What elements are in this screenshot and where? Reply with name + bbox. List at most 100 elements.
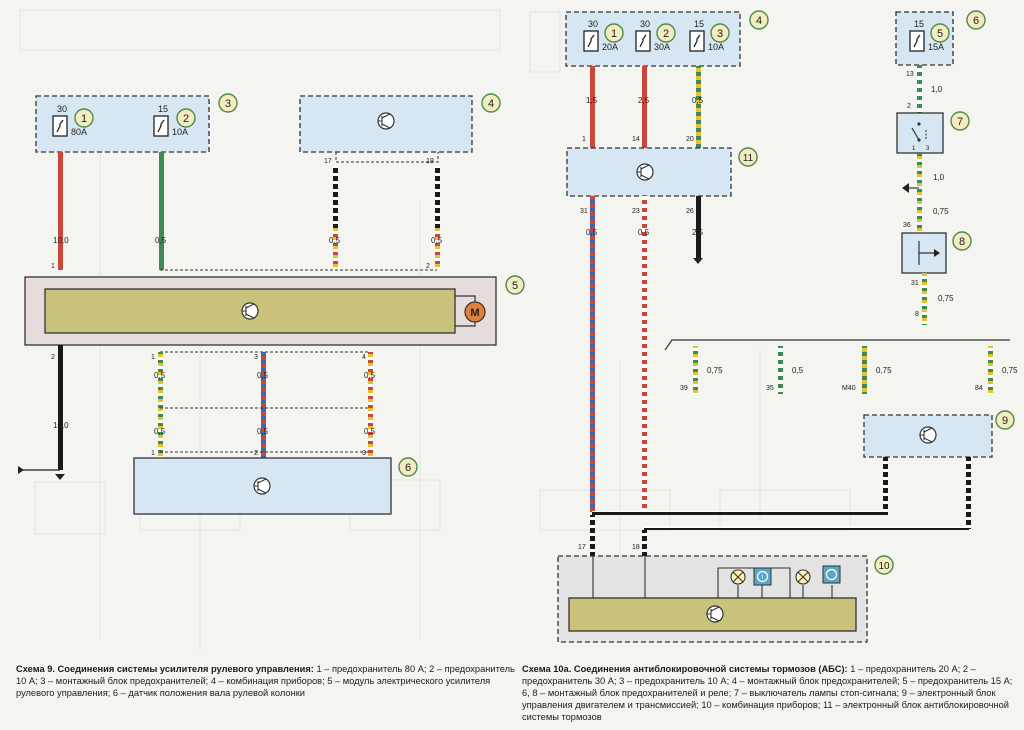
scheme10: 30 20A 30 30A 15 10A 1 2 3 4 1,5 2,5 0,5… (557, 10, 1018, 643)
background-show-through (19, 9, 851, 650)
pin-m5-out3: 4 (362, 354, 366, 361)
pin-bus-2: 35 (766, 385, 774, 392)
wire-size-s10-o1: 0,5 (586, 228, 598, 237)
fuse-s10-1: 30 20A (583, 19, 618, 52)
wire-size-f5: 1,0 (931, 85, 943, 94)
pin-m11-in2: 14 (632, 136, 640, 143)
scheme9: 30 80A 1 5 10A 1 2 3 (18, 93, 525, 515)
callout-s9-3: 3 (218, 93, 238, 113)
callout-s10-1: 1 (604, 23, 624, 43)
pin-sw7-out1: 1 (912, 146, 916, 152)
wire-size-sw7: 1,0 (933, 173, 945, 182)
wire-size-s10-o2: 0,5 (638, 228, 650, 237)
wire-bus-3 (862, 346, 867, 394)
callout-s9-5: 5 (505, 275, 525, 295)
wire-size-out1b: 0,5 (154, 427, 166, 436)
transistor-icon (241, 302, 259, 320)
svg-text:4: 4 (756, 15, 762, 27)
wire-s10-f1 (590, 66, 595, 148)
wire-s10-o2 (642, 196, 647, 512)
wire-size-out3b: 0,5 (364, 427, 376, 436)
svg-text:10: 10 (878, 561, 890, 572)
wire-f5 (917, 65, 922, 113)
pin-b4-right: 18 (426, 158, 434, 165)
wire-s10-f3 (696, 66, 701, 148)
callout-s10-8: 8 (952, 231, 972, 251)
callout-s10-5: 5 (930, 23, 950, 43)
pin-m11-out3: 26 (686, 208, 694, 215)
wire-size-sw7b: 0,75 (933, 207, 949, 216)
fuse-1: 30 80A (52, 104, 87, 137)
wire-ecu9-1 (883, 457, 888, 515)
brake-light-switch-7 (896, 112, 944, 154)
wire-size-b4-left: 0,5 (329, 236, 341, 245)
pin-ic10-1: 17 (578, 544, 586, 551)
wire-size-out2b: 0,5 (257, 427, 269, 436)
bus-bracket (664, 339, 1010, 351)
pin-m5-in1: 1 (51, 263, 55, 270)
fuse-s10-2: 30 30A (635, 19, 670, 52)
wire-b4-right (435, 166, 440, 270)
wire-b8 (922, 273, 927, 325)
svg-text:6: 6 (973, 15, 979, 27)
brake-warning-icon: ! (753, 567, 772, 586)
motor-label: M (470, 307, 479, 319)
svg-text:5: 5 (512, 280, 518, 292)
pin-m11-out1: 31 (580, 208, 588, 215)
wire-fuse2-green (159, 152, 164, 270)
wire-s10-o3 (696, 196, 701, 258)
fuse-2-rating: 10A (172, 127, 188, 137)
svg-text:7: 7 (957, 116, 963, 128)
callout-s10-2: 2 (656, 23, 676, 43)
svg-text:3: 3 (717, 28, 723, 40)
pin-m11-out2: 23 (632, 208, 640, 215)
wire-size-out3a: 0,5 (364, 371, 376, 380)
pin-b8-end: 8 (915, 311, 919, 318)
svg-text:2: 2 (183, 113, 189, 125)
pin-m5-out1: 1 (151, 354, 155, 361)
can-line-2 (644, 526, 969, 530)
svg-text:30A: 30A (654, 42, 670, 52)
callout-s9-6: 6 (398, 457, 418, 477)
wire-sw7 (917, 153, 922, 233)
transistor-icon (636, 163, 654, 181)
wire-size-gnd: 10,0 (53, 421, 69, 430)
svg-text:!: ! (762, 575, 764, 582)
abs-warning-icon (822, 565, 841, 584)
transistor-icon (919, 426, 937, 444)
pin-b4-left: 17 (324, 158, 332, 165)
pin-m5-out-gnd: 2 (51, 354, 55, 361)
wire-size-b8: 0,75 (938, 294, 954, 303)
callout-s10-7: 7 (950, 111, 970, 131)
wire-size-bus-2: 0,5 (792, 366, 804, 375)
pin-s6-p2: 2 (254, 450, 258, 457)
wire-size-s10-f2: 2,5 (638, 96, 650, 105)
callout-s10-11: 11 (738, 147, 758, 167)
pin-bus-4: 84 (975, 385, 983, 392)
svg-text:9: 9 (1002, 415, 1008, 427)
wire-bus-1 (693, 346, 698, 394)
wire-out2 (261, 352, 266, 458)
caption-scheme10: Схема 10а. Соединения антиблокировочной … (522, 663, 1020, 723)
caption-scheme9: Схема 9. Соединения системы усилителя ру… (16, 663, 516, 699)
pin-ic10-2: 18 (632, 544, 640, 551)
wire-s10-o1 (590, 196, 595, 512)
wire-ground-black (58, 345, 63, 470)
switch-icon (911, 122, 927, 142)
cluster-10-board (568, 597, 857, 632)
pin-s6-p1: 1 (151, 450, 155, 457)
pin-m11-in1: 1 (582, 136, 586, 143)
warning-lamp-icon (730, 569, 746, 585)
wire-size-s10-f3: 0,5 (692, 96, 704, 105)
pin-bus-3: M40 (842, 385, 856, 392)
callout-s10-9: 9 (995, 410, 1015, 430)
can-line-1 (592, 511, 886, 515)
pin-f5-out: 13 (906, 71, 914, 78)
pin-bus-1: 39 (680, 385, 688, 392)
svg-text:15A: 15A (928, 42, 944, 52)
wire-size-b4-right: 0,5 (431, 236, 443, 245)
svg-text:30: 30 (640, 19, 650, 29)
svg-text:15: 15 (694, 19, 704, 29)
fuse-1-terminal: 30 (57, 104, 67, 114)
fuse-s10-3: 15 10A (689, 19, 724, 52)
